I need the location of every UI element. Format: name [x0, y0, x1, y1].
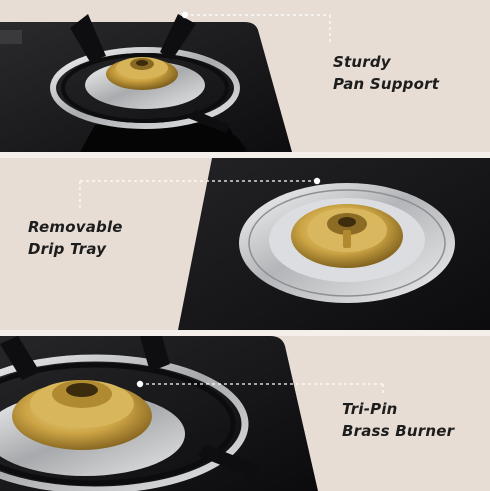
- caption-line-1: Sturdy: [333, 53, 391, 71]
- panel-pan-support: Sturdy Pan Support: [0, 0, 490, 152]
- pan-support-arm: [160, 14, 196, 60]
- pan-support-photo: [0, 11, 331, 152]
- caption-line-1: Tri-Pin: [342, 400, 398, 418]
- caption-line-2: Drip Tray: [28, 240, 107, 258]
- pan-support-arm: [198, 444, 260, 478]
- pan-support-ring: [50, 47, 240, 129]
- drip-tray-photo: [79, 158, 490, 330]
- pan-support-arm: [188, 110, 230, 133]
- pan-support-arm: [0, 336, 40, 380]
- caption-line-2: Brass Burner: [342, 422, 455, 440]
- caption-line-1: Removable: [28, 218, 123, 236]
- callout-dot: [181, 11, 189, 19]
- caption-pan-support: Sturdy Pan Support: [333, 51, 439, 95]
- panel-divider: [0, 330, 490, 336]
- pan-support-arm: [140, 336, 170, 372]
- brass-burner-photo: [0, 336, 384, 491]
- pan-support-ring: [0, 354, 249, 491]
- control-panel: [0, 30, 22, 44]
- panel-divider: [0, 152, 490, 158]
- pan-support-arm: [70, 14, 106, 62]
- burner-pin: [343, 230, 351, 248]
- caption-line-2: Pan Support: [333, 75, 440, 93]
- panel-drip-tray: Removable Drip Tray: [0, 158, 490, 330]
- caption-drip-tray: Removable Drip Tray: [28, 216, 123, 260]
- panel-brass-burner: Tri-Pin Brass Burner: [0, 336, 490, 491]
- caption-brass-burner: Tri-Pin Brass Burner: [342, 398, 454, 442]
